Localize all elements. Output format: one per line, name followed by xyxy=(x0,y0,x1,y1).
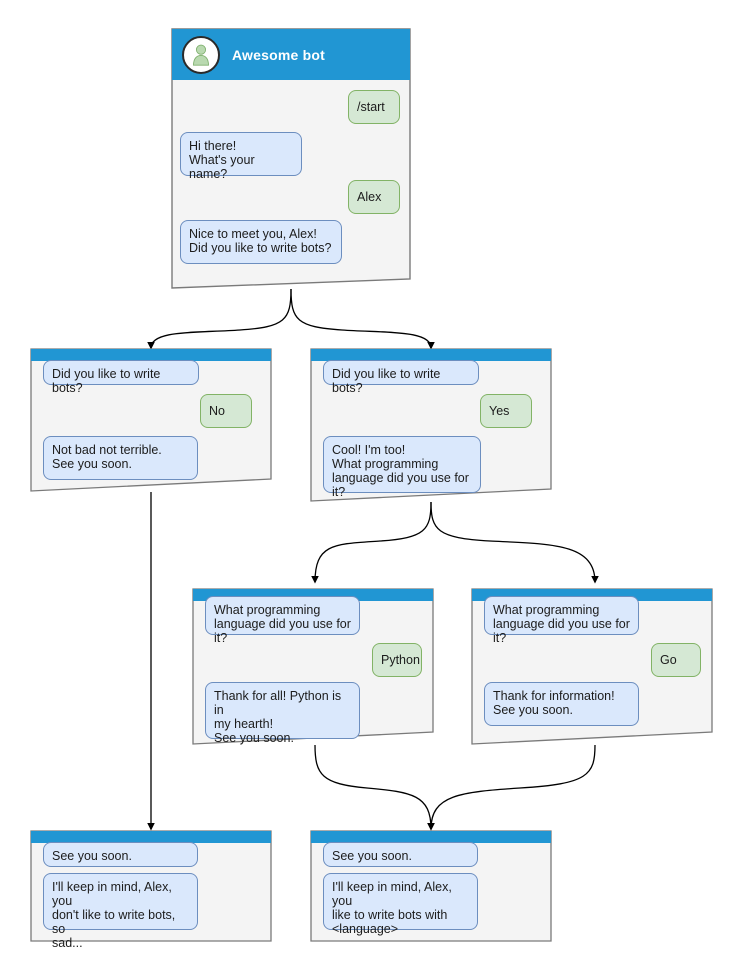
node-start[interactable]: Awesome bot /start Hi there! What's your… xyxy=(170,27,412,289)
message-bot-question-bots: Did you like to write bots? xyxy=(323,360,479,395)
message-bot-keep-in-mind-sad: I'll keep in mind, Alex, you don't like … xyxy=(43,873,198,950)
node-python-branch-body: What programming language did you use fo… xyxy=(192,588,434,745)
node-python-branch[interactable]: What programming language did you use fo… xyxy=(192,588,434,745)
edge-start-to-yes xyxy=(290,288,435,350)
message-user-start-command: /start xyxy=(348,90,400,124)
message-user-go: Go xyxy=(651,643,701,677)
message-bot-not-bad: Not bad not terrible. See you soon. xyxy=(43,436,198,480)
message-user-no: No xyxy=(200,394,252,428)
message-user-name: Alex xyxy=(348,180,400,214)
node-start-title: Awesome bot xyxy=(232,46,325,63)
node-yes-branch-body: Did you like to write bots? Yes Cool! I'… xyxy=(310,348,552,502)
node-start-body: Awesome bot /start Hi there! What's your… xyxy=(170,27,412,289)
message-bot-see-you-soon: See you soon. xyxy=(43,842,198,867)
node-no-branch-body: Did you like to write bots? No Not bad n… xyxy=(30,348,272,492)
node-end-sad[interactable]: See you soon. I'll keep in mind, Alex, y… xyxy=(30,830,272,950)
message-bot-question-bots: Did you like to write bots? xyxy=(43,360,199,395)
person-avatar-icon xyxy=(182,35,220,74)
message-bot-greeting: Hi there! What's your name? xyxy=(180,132,302,181)
edge-yes-to-go xyxy=(430,501,599,584)
node-end-happy[interactable]: See you soon. I'll keep in mind, Alex, y… xyxy=(310,830,552,942)
message-bot-question-language: What programming language did you use fo… xyxy=(484,596,639,645)
message-user-yes: Yes xyxy=(480,394,532,428)
node-no-branch[interactable]: Did you like to write bots? No Not bad n… xyxy=(30,348,272,492)
message-bot-cool-im-too: Cool! I'm too! What programming language… xyxy=(323,436,481,499)
message-bot-keep-in-mind-happy: I'll keep in mind, Alex, you like to wri… xyxy=(323,873,478,936)
edge-python-to-end-happy xyxy=(314,744,435,831)
message-bot-thank-for-information: Thank for information! See you soon. xyxy=(484,682,639,726)
edge-yes-to-python xyxy=(311,501,432,584)
edge-go-to-end-happy xyxy=(427,744,596,831)
node-start-titlebar: Awesome bot xyxy=(172,29,410,80)
node-go-branch-body: What programming language did you use fo… xyxy=(471,588,713,745)
node-go-branch[interactable]: What programming language did you use fo… xyxy=(471,588,713,745)
edge-start-to-no xyxy=(147,288,292,350)
message-bot-see-you-soon: See you soon. xyxy=(323,842,478,867)
message-user-python: Python xyxy=(372,643,422,677)
node-yes-branch[interactable]: Did you like to write bots? Yes Cool! I'… xyxy=(310,348,552,502)
message-bot-thank-for-all: Thank for all! Python is in my hearth! S… xyxy=(205,682,360,745)
message-bot-nice-to-meet: Nice to meet you, Alex! Did you like to … xyxy=(180,220,342,264)
node-end-happy-body: See you soon. I'll keep in mind, Alex, y… xyxy=(310,830,552,942)
message-bot-question-language: What programming language did you use fo… xyxy=(205,596,360,645)
node-end-sad-body: See you soon. I'll keep in mind, Alex, y… xyxy=(30,830,272,950)
